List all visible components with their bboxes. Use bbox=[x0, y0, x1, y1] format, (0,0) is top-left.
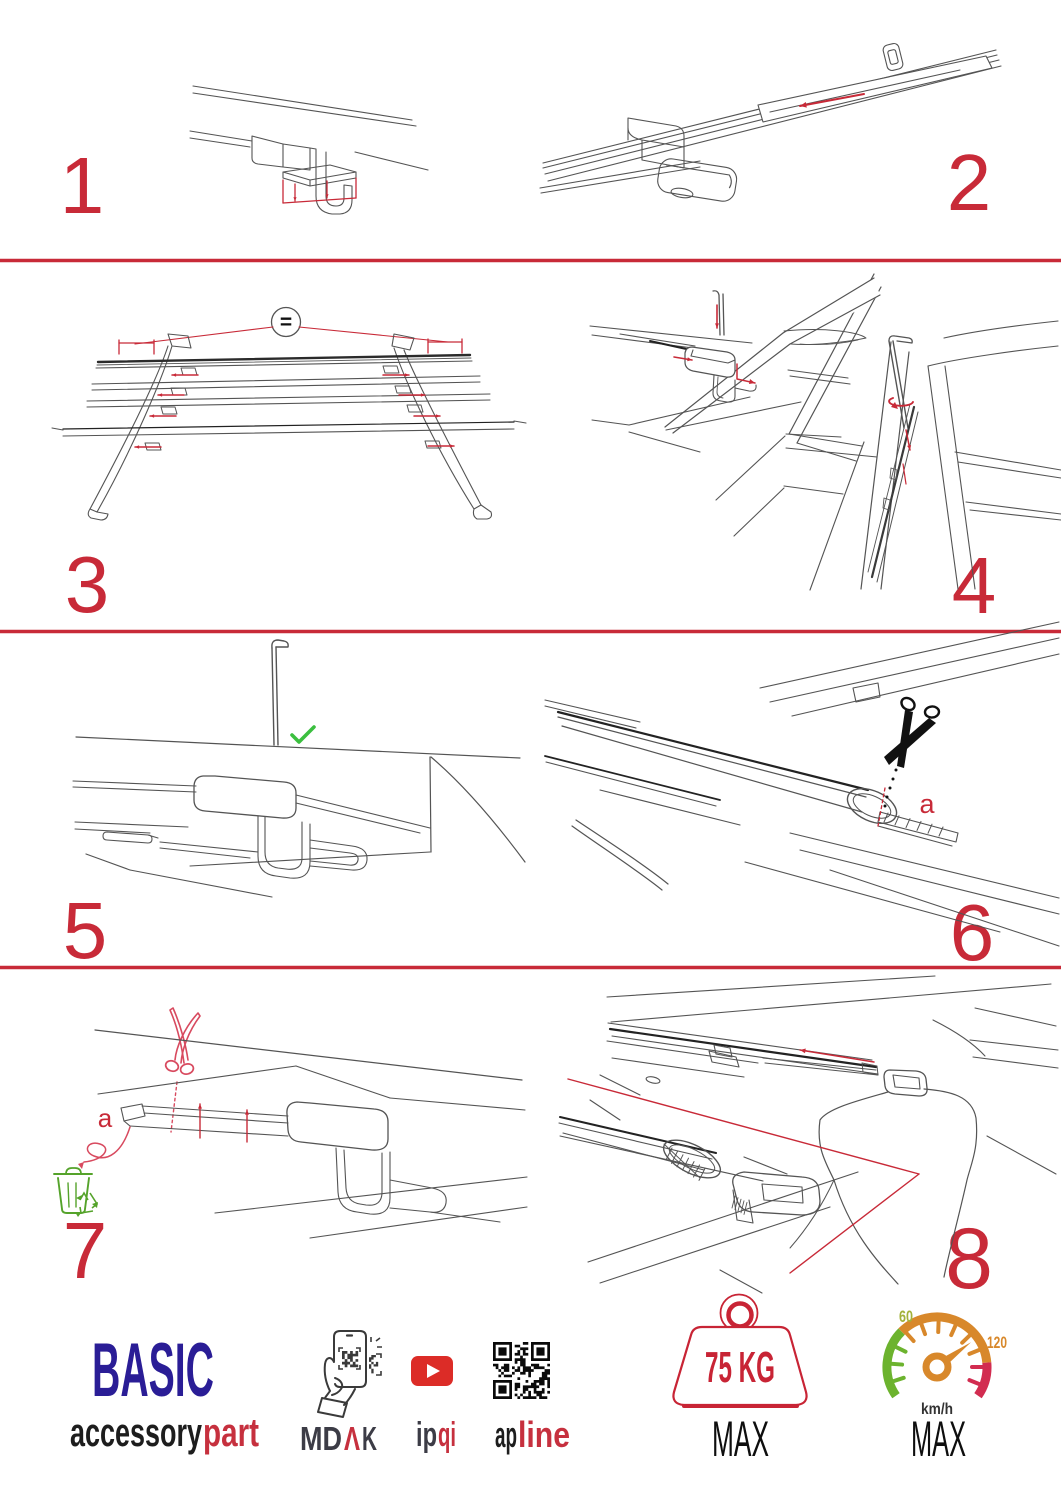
svg-text:part: part bbox=[203, 1411, 259, 1455]
svg-text:MAX: MAX bbox=[712, 1411, 769, 1467]
svg-text:ip: ip bbox=[416, 1416, 437, 1454]
svg-text:2: 2 bbox=[947, 138, 992, 227]
svg-text:3: 3 bbox=[65, 540, 110, 629]
svg-text:60: 60 bbox=[899, 1307, 913, 1326]
svg-text:6: 6 bbox=[950, 888, 995, 977]
svg-text:a: a bbox=[98, 1103, 113, 1133]
svg-text:7: 7 bbox=[63, 1206, 108, 1295]
svg-text:75 KG: 75 KG bbox=[705, 1343, 775, 1392]
svg-text:120: 120 bbox=[987, 1333, 1007, 1352]
svg-text:ap: ap bbox=[495, 1414, 517, 1455]
svg-text:=: = bbox=[280, 311, 292, 334]
svg-text:BASIC: BASIC bbox=[92, 1328, 214, 1413]
svg-text:line: line bbox=[518, 1414, 570, 1455]
svg-text:1: 1 bbox=[60, 141, 105, 230]
svg-text:8: 8 bbox=[945, 1211, 993, 1307]
svg-text:K: K bbox=[362, 1420, 377, 1457]
svg-text:MD: MD bbox=[300, 1420, 342, 1457]
svg-text:5: 5 bbox=[63, 886, 108, 975]
svg-text:MAX: MAX bbox=[911, 1411, 966, 1467]
svg-text:accessory: accessory bbox=[70, 1411, 203, 1455]
svg-text:a: a bbox=[919, 789, 935, 819]
svg-text:qi: qi bbox=[438, 1416, 456, 1454]
svg-text:Λ: Λ bbox=[344, 1420, 360, 1457]
